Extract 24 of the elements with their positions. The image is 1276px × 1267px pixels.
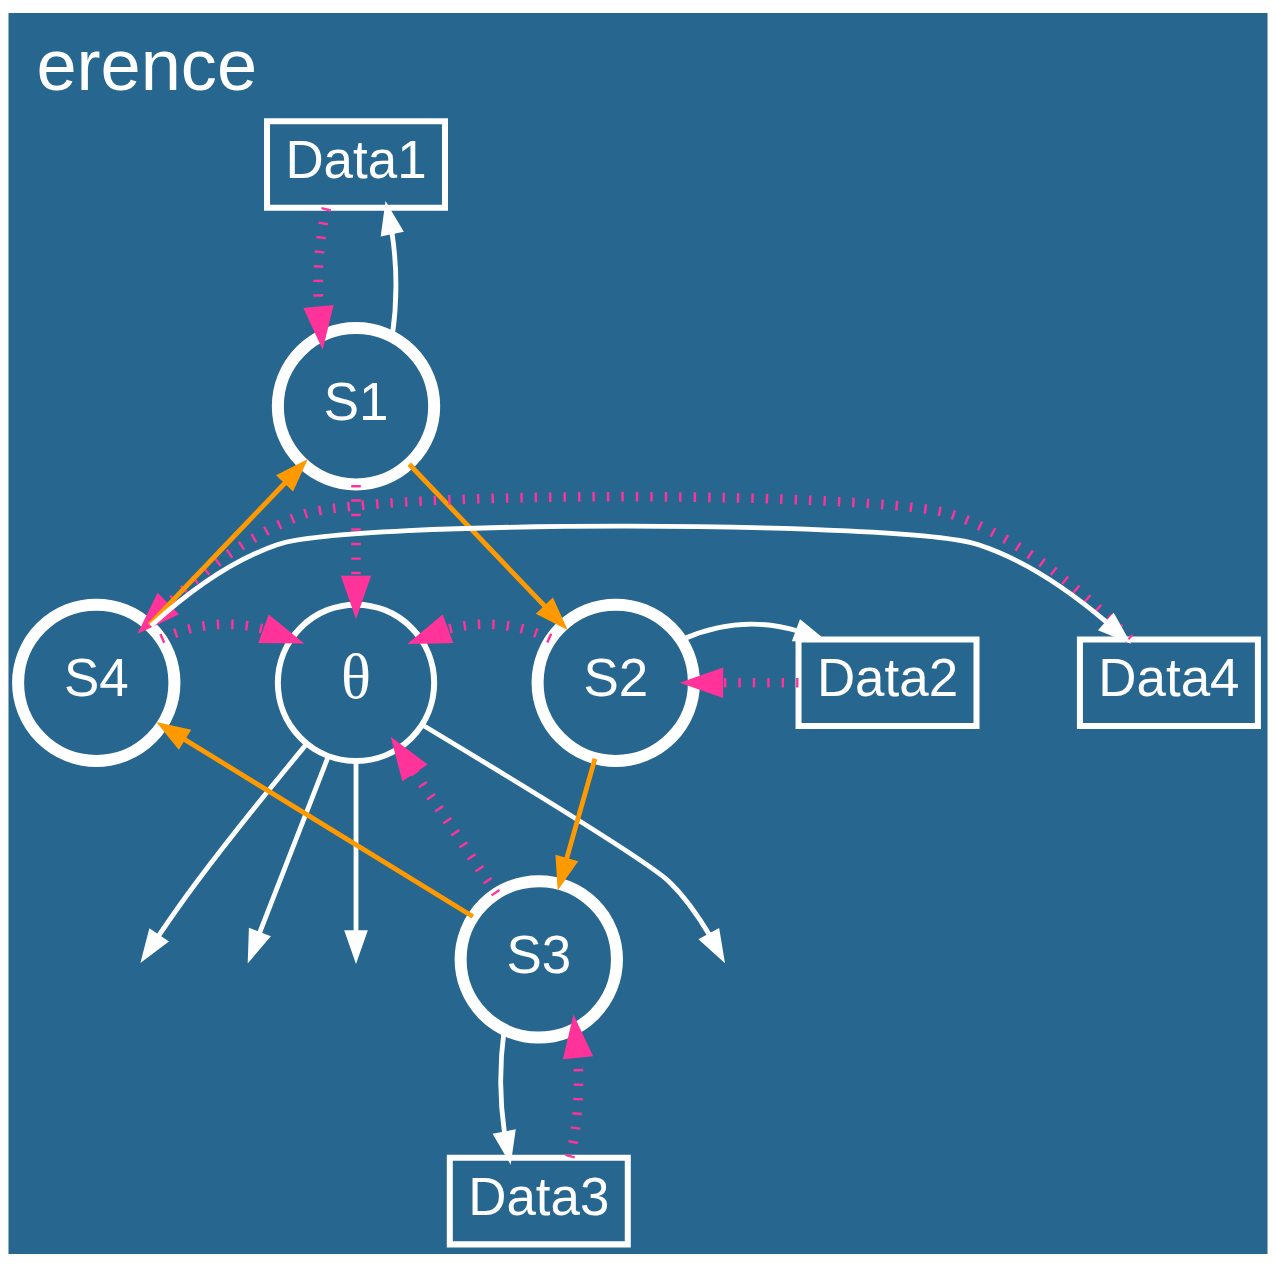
node-circle: θ bbox=[274, 601, 438, 764]
arrow bbox=[562, 1014, 594, 1159]
arrow bbox=[303, 207, 334, 350]
arrow bbox=[159, 614, 305, 644]
diagram-title: erence bbox=[36, 24, 258, 105]
node-circle: S4 bbox=[12, 598, 181, 767]
arrow bbox=[156, 722, 475, 919]
node-box: Data4 bbox=[1076, 636, 1261, 730]
node-box: Data1 bbox=[264, 118, 448, 211]
arrow bbox=[407, 614, 553, 644]
arrow bbox=[555, 758, 598, 891]
arrow bbox=[147, 459, 308, 627]
node-box: Data2 bbox=[795, 636, 980, 730]
arrow bbox=[390, 736, 501, 897]
node-box: Data3 bbox=[446, 1154, 631, 1248]
arrow bbox=[407, 462, 568, 631]
arrow bbox=[421, 722, 725, 964]
arrow bbox=[344, 761, 368, 964]
arrow bbox=[247, 755, 331, 964]
node-circle: S3 bbox=[454, 875, 623, 1044]
arrow bbox=[140, 742, 309, 963]
arrow bbox=[679, 667, 799, 698]
arrow bbox=[149, 523, 1132, 644]
arrow bbox=[340, 485, 372, 620]
